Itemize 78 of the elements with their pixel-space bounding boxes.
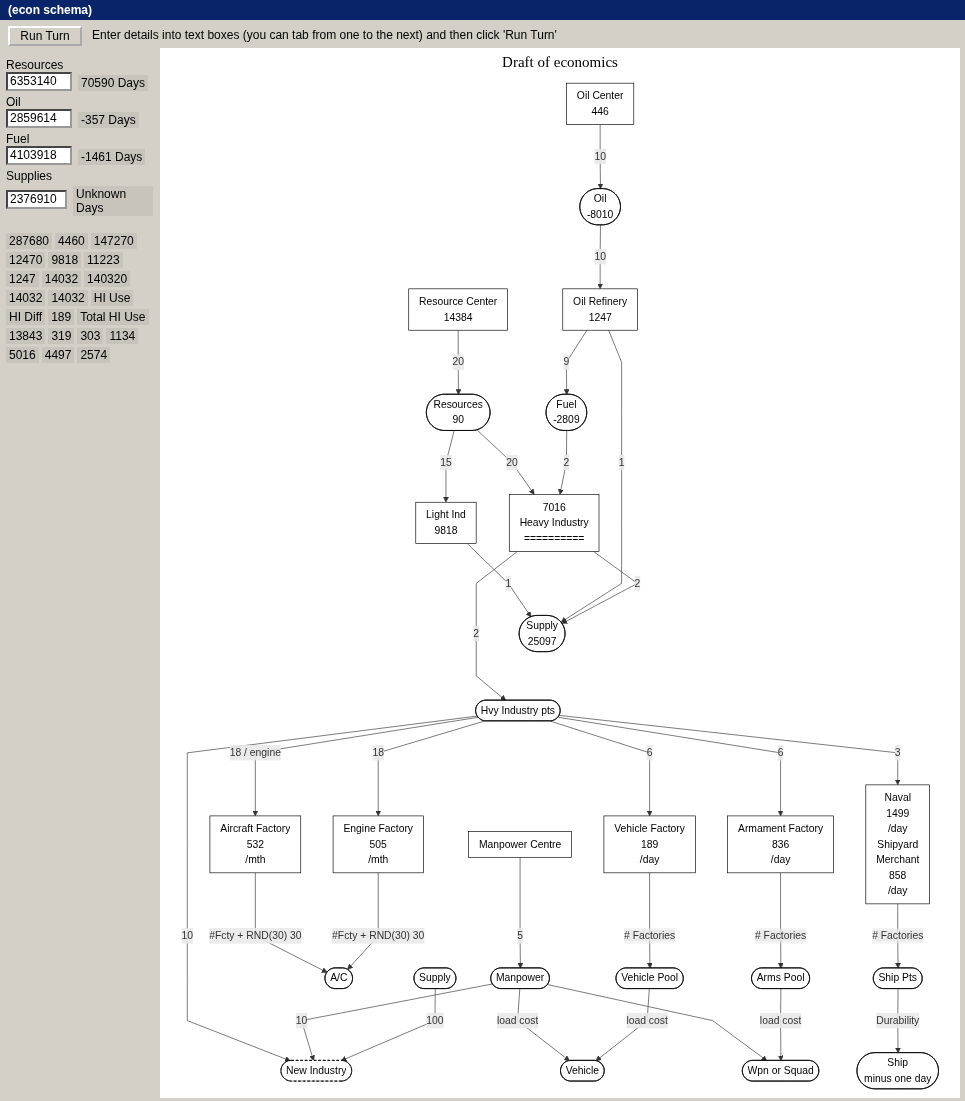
- edge-label: 5: [517, 930, 523, 942]
- node-box: Vehicle Factory 189 /day: [603, 815, 696, 874]
- value-readout: 319: [48, 328, 75, 344]
- edge-label: 2: [634, 577, 641, 589]
- value-readout: 287680: [6, 233, 53, 249]
- input-field: 4103918: [6, 146, 72, 165]
- value-readout: 12470: [6, 252, 46, 268]
- node-box: Engine Factory 505 /mth: [332, 815, 424, 874]
- node-box: Light Ind 9818: [415, 501, 477, 544]
- value-readout: HI Diff: [6, 309, 46, 325]
- edge-label: 15: [440, 456, 452, 468]
- value-readout: 14032: [6, 290, 46, 306]
- node-box: Resource Center 14384: [408, 288, 508, 331]
- value-readout: 13843: [6, 328, 46, 344]
- days-value: 70590 Days: [78, 75, 149, 91]
- edge-label: 6: [646, 747, 653, 759]
- input-field: 2859614: [6, 109, 72, 128]
- value-readout: 5016: [6, 347, 39, 363]
- input-field: 6353140: [6, 72, 72, 91]
- edge-label: 2: [563, 456, 570, 468]
- days-value: -1461 Days: [78, 149, 146, 165]
- edge-label: 20: [506, 456, 518, 468]
- node-box: Aircraft Factory 532 /mth: [209, 815, 302, 874]
- edge-label: 9: [563, 356, 570, 368]
- node-box: Manpower Centre: [468, 831, 572, 858]
- diagram-title: Draft of economics: [501, 54, 619, 71]
- edge-label: #Fcty + RND(30) 30: [209, 930, 302, 942]
- edge-label: 20: [452, 356, 464, 368]
- field-label: Fuel: [6, 132, 31, 146]
- edge-label: load cost: [759, 1014, 802, 1026]
- field-label: Supplies: [6, 169, 54, 183]
- instruction-text: Enter details into text boxes (you can tab from one to the next) and then click 'Run Turn': [92, 28, 557, 42]
- edge-label: 1: [618, 456, 625, 468]
- node-box: Naval 1499 /day Shipyard Merchant 858 /day: [865, 784, 930, 905]
- input-field: 2376910: [6, 190, 68, 209]
- node-box: Oil Center 446: [566, 82, 635, 125]
- run-button: Run Turn: [8, 26, 82, 46]
- value-readout: 14032: [48, 290, 88, 306]
- value-readout: 4497: [41, 347, 75, 363]
- value-readout: 147270: [90, 233, 137, 249]
- edge-label: load cost: [626, 1014, 668, 1026]
- edge-label: 10: [295, 1014, 308, 1026]
- field-label: Resources: [6, 58, 65, 72]
- edge-label: #Fcty + RND(30) 30: [332, 930, 425, 942]
- value-readout: 2574: [77, 347, 111, 363]
- node-box: Oil Refinery 1247: [562, 288, 638, 331]
- value-readout: HI Use: [90, 290, 134, 306]
- edge-label: 6: [777, 747, 784, 759]
- edge-label: 18 / engine: [229, 747, 281, 759]
- window-title-bar: (econ schema): [0, 0, 965, 20]
- days-value: Unknown Days: [73, 186, 153, 216]
- value-readout: 4460: [55, 233, 88, 249]
- value-readout: 9818: [48, 252, 82, 268]
- edge-label: 10: [594, 150, 606, 162]
- edge-label: 18: [372, 747, 384, 759]
- edge-label: 100: [426, 1014, 444, 1026]
- days-value: -357 Days: [78, 112, 139, 128]
- edge-label: # Factories: [624, 930, 676, 942]
- value-readout: 140320: [84, 271, 131, 287]
- value-readout: 1247: [6, 271, 39, 287]
- edge-label: 10: [181, 930, 194, 942]
- node-box: 7016 Heavy Industry ==========: [508, 494, 600, 552]
- field-label: Oil: [6, 95, 22, 109]
- edge-label: 1: [505, 577, 512, 589]
- edge-label: 2: [473, 627, 480, 639]
- value-readout: 11223: [84, 252, 123, 268]
- value-readout: Total HI Use: [77, 309, 149, 325]
- edge-label: 10: [594, 251, 606, 262]
- edge-label: Durability: [876, 1014, 920, 1026]
- value-readout: 14032: [41, 271, 82, 287]
- value-readout: 1134: [106, 328, 139, 344]
- value-readout: 303: [77, 328, 104, 344]
- edge-label: # Factories: [872, 930, 924, 942]
- edge-label: load cost: [496, 1014, 539, 1026]
- node-box: Armament Factory 836 /day: [727, 815, 834, 874]
- value-readout: 189: [48, 309, 75, 325]
- edge-label: # Factories: [754, 930, 807, 942]
- edge-label: 3: [894, 747, 901, 759]
